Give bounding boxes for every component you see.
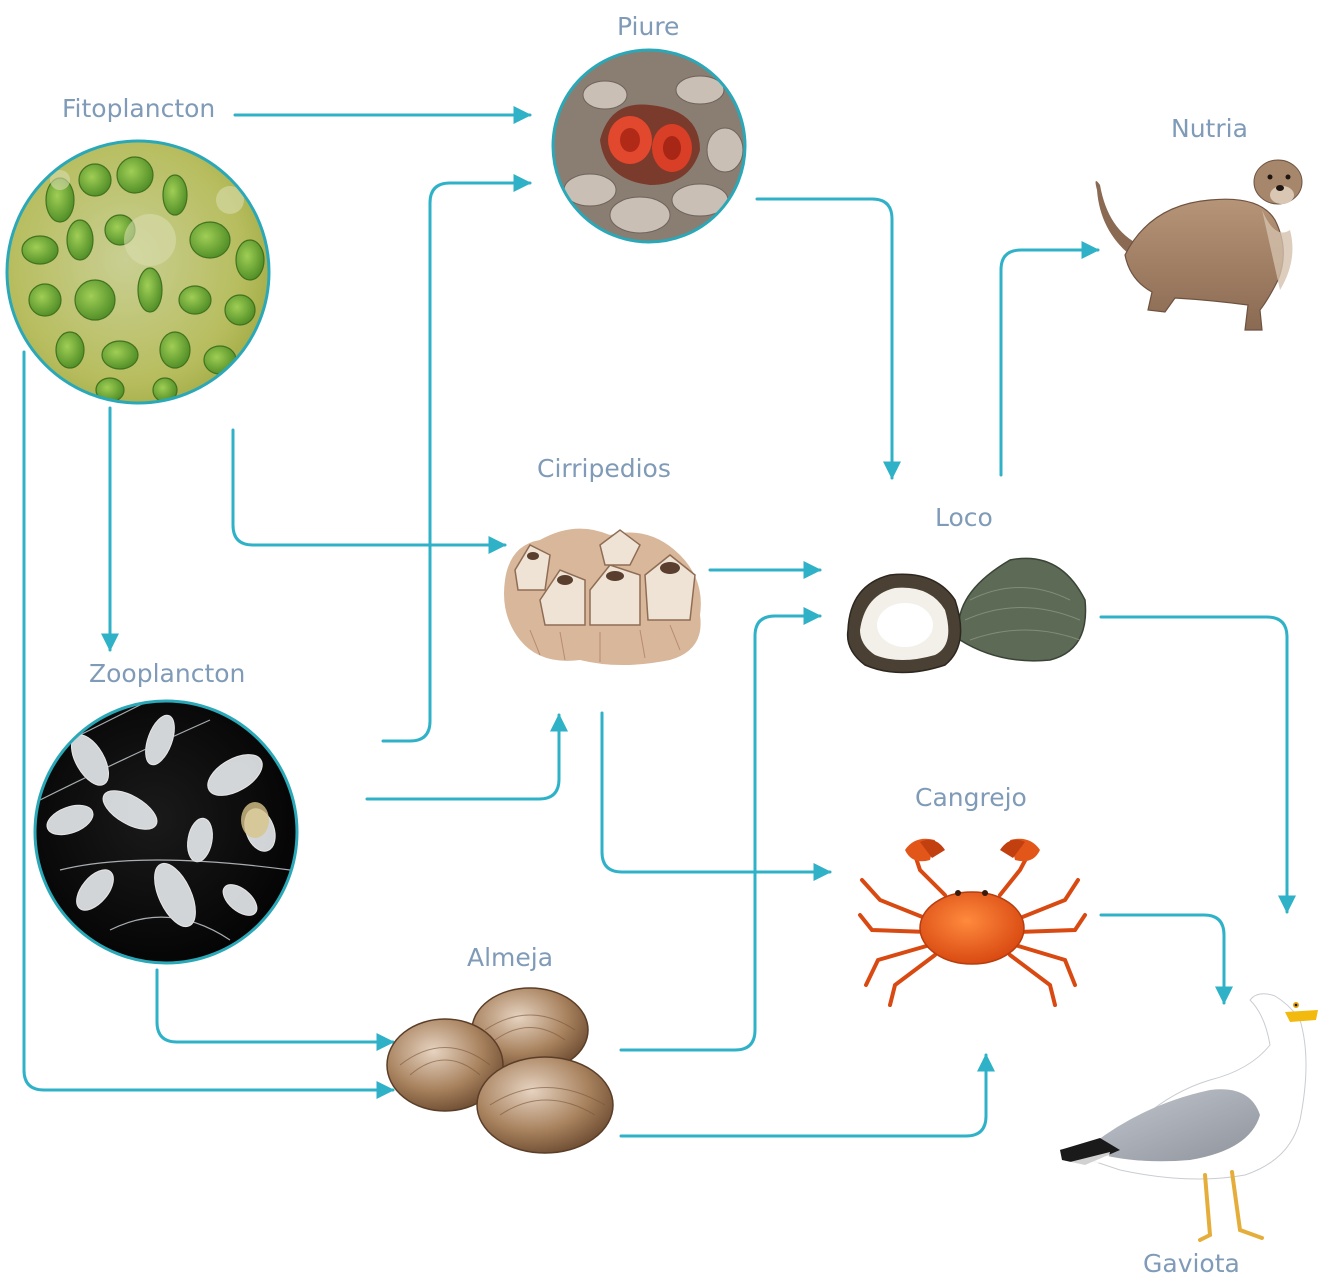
label-cangrejo: Cangrejo bbox=[915, 783, 1027, 812]
label-piure: Piure bbox=[617, 12, 679, 41]
label-almeja: Almeja bbox=[467, 943, 553, 972]
label-zooplancton: Zooplancton bbox=[89, 659, 245, 688]
arrow-fitoplancton-cirripedios bbox=[233, 430, 505, 545]
otter-photo bbox=[1096, 160, 1302, 330]
label-nutria: Nutria bbox=[1171, 114, 1248, 143]
arrow-loco-nutria bbox=[1001, 250, 1098, 475]
loco-shell-photo bbox=[848, 558, 1086, 672]
clams-photo bbox=[387, 988, 613, 1153]
arrow-cirripedios-cangrejo bbox=[602, 713, 830, 872]
arrow-almeja-cangrejo bbox=[621, 1055, 986, 1136]
arrow-cangrejo-gaviota bbox=[1101, 915, 1224, 1003]
arrow-zooplancton-cirripedios bbox=[367, 715, 559, 799]
label-gaviota: Gaviota bbox=[1143, 1249, 1240, 1278]
phytoplankton-photo bbox=[0, 130, 280, 420]
arrow-zooplancton-almeja bbox=[157, 970, 393, 1042]
arrow-loco-gaviota bbox=[1101, 617, 1287, 912]
label-cirripedios: Cirripedios bbox=[537, 454, 671, 483]
crab-photo bbox=[860, 839, 1085, 1005]
barnacles-photo bbox=[504, 529, 701, 665]
zooplankton-photo bbox=[30, 695, 305, 970]
label-loco: Loco bbox=[935, 503, 993, 532]
label-fitoplancton: Fitoplancton bbox=[62, 94, 215, 123]
arrow-almeja-loco bbox=[621, 616, 820, 1050]
arrow-zooplancton-piure bbox=[383, 183, 530, 741]
seagull-photo bbox=[1060, 994, 1318, 1240]
arrow-piure-loco bbox=[757, 199, 892, 478]
piure-photo bbox=[550, 48, 750, 248]
